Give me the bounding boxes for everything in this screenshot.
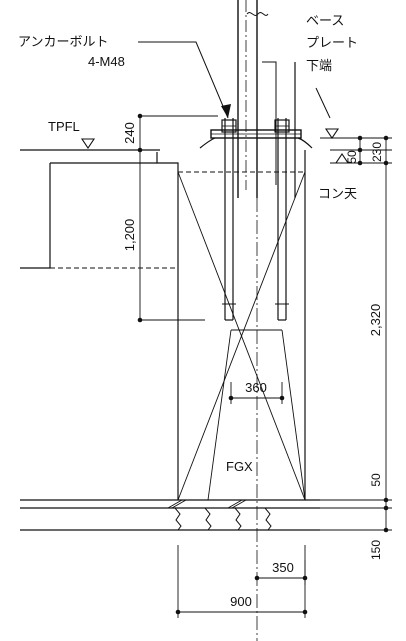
base-plate-level-triangle-icon — [324, 128, 340, 139]
tpfl-level-triangle-icon — [80, 138, 96, 149]
dimension-150: 150 — [369, 540, 383, 560]
base-plate-label-1: ベース — [306, 13, 344, 28]
dimension-50-top: 50 — [345, 150, 359, 164]
dimension-1200: 1,200 — [122, 219, 137, 252]
anchor-bolt-label: アンカーボルト — [18, 34, 108, 49]
floor-slab — [20, 149, 178, 269]
kon-ten-label: コン天 — [318, 186, 357, 201]
base-plate-label-2: プレート — [306, 35, 358, 50]
fgx-label: FGX — [226, 459, 253, 474]
kon-ten-level-triangle-icon — [334, 153, 350, 164]
base-plate-label-3: 下端 — [306, 58, 332, 73]
anchor-bolts — [221, 118, 290, 321]
dimension-230: 230 — [370, 142, 384, 162]
foundation-pier — [156, 150, 306, 641]
anchor-bolt-spec: 4-M48 — [88, 54, 125, 69]
dimension-900: 900 — [230, 594, 252, 609]
leaders — [138, 41, 331, 119]
dimension-2320: 2,320 — [368, 304, 383, 337]
footing-slab — [20, 499, 320, 531]
dimension-50-bottom: 50 — [369, 473, 383, 487]
dimension-350: 350 — [272, 560, 294, 575]
leader-arrow-icon — [221, 104, 231, 118]
tpfl-label: TPFL — [48, 119, 80, 134]
dimension-240: 240 — [122, 122, 137, 144]
dimension-lines — [137, 113, 389, 615]
level-symbols — [80, 128, 350, 164]
dimension-360: 360 — [245, 380, 267, 395]
